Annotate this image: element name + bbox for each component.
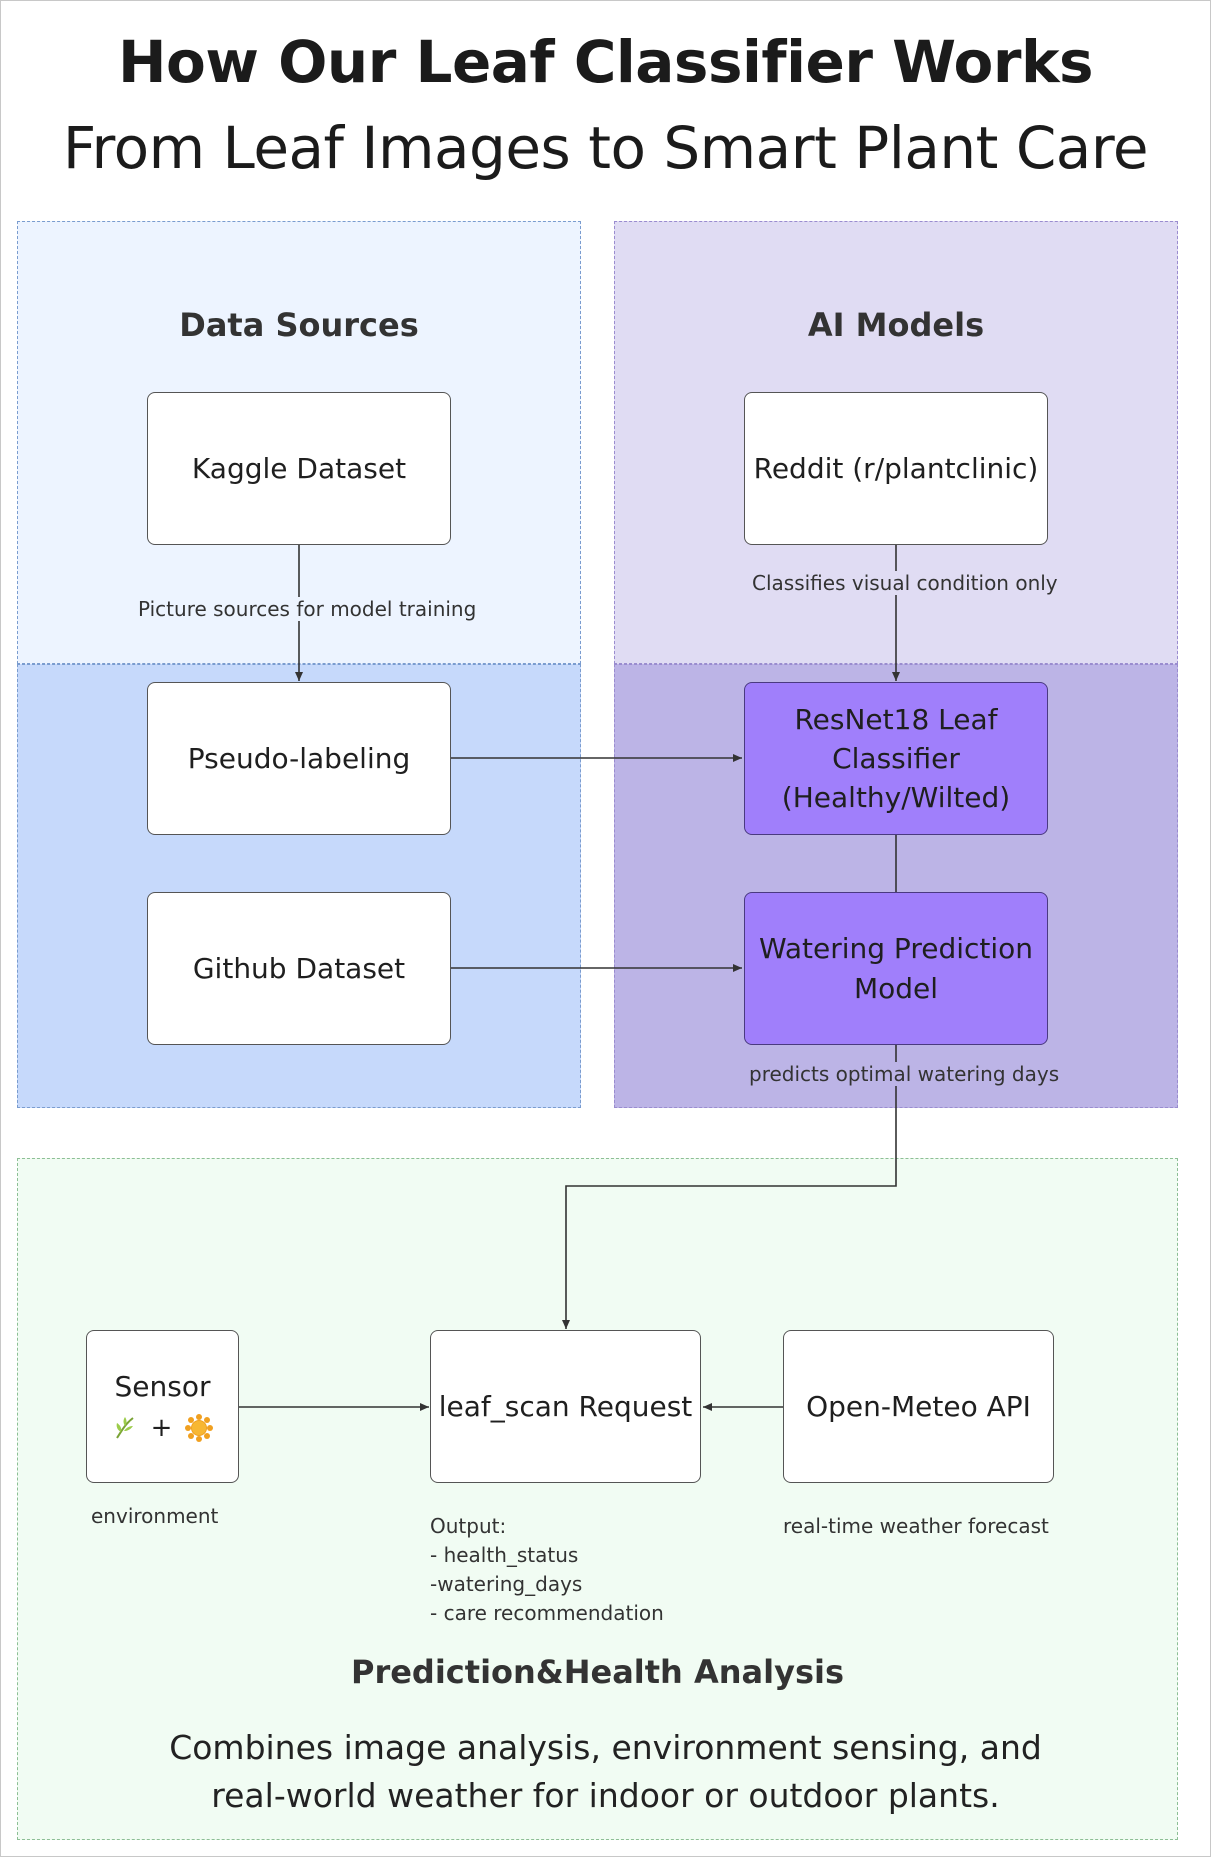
description-line: Combines image analysis, environment sen… — [169, 1728, 1042, 1767]
analysis-zone: Prediction&Health Analysis — [17, 1158, 1178, 1840]
watering-model-label: Watering Prediction Model — [758, 932, 1034, 1005]
description-line: real-world weather for indoor or outdoor… — [211, 1775, 1000, 1815]
leaf-icon — [115, 1417, 134, 1439]
edge-label-watering-days: predicts optimal watering days — [747, 1062, 1062, 1086]
node-reddit: Reddit (r/plantclinic) — [744, 392, 1048, 545]
output-note-line: - care recommendation — [430, 1601, 664, 1625]
pseudo-labeling-label: Pseudo-labeling — [187, 741, 411, 775]
output-note-line: -watering_days — [430, 1572, 583, 1596]
node-sensor: Sensor + — [86, 1330, 239, 1483]
node-leaf-scan-request: leaf_scan Request — [430, 1330, 701, 1483]
output-note: Output: - health_status -watering_days -… — [430, 1512, 664, 1628]
data-sources-label: Data Sources — [179, 306, 419, 344]
sensor-note: environment — [91, 1504, 219, 1528]
analysis-label: Prediction&Health Analysis — [350, 1653, 844, 1691]
leaf-scan-label: leaf_scan Request — [438, 1389, 693, 1423]
ai-models-label: AI Models — [807, 306, 985, 344]
kaggle-dataset-label: Kaggle Dataset — [191, 451, 407, 485]
node-github-dataset: Github Dataset — [147, 892, 451, 1045]
sensor-plus: + — [150, 1412, 173, 1443]
node-watering-model: Watering Prediction Model — [744, 892, 1048, 1045]
resnet-classifier-label: ResNet18 Leaf Classifier (Healthy/Wilted… — [781, 702, 1011, 815]
open-meteo-label: Open-Meteo API — [806, 1389, 1031, 1423]
edge-label-training-sources: Picture sources for model training — [136, 597, 479, 621]
edge-label-visual-condition: Classifies visual condition only — [750, 571, 1060, 595]
output-note-line: - health_status — [430, 1543, 579, 1567]
github-dataset-label: Github Dataset — [192, 951, 406, 985]
sun-icon — [185, 1414, 214, 1443]
description: Combines image analysis, environment sen… — [0, 1724, 1211, 1820]
sensor-label: Sensor — [114, 1369, 211, 1403]
output-note-line: Output: — [430, 1514, 507, 1538]
reddit-label: Reddit (r/plantclinic) — [753, 451, 1039, 485]
node-resnet-classifier: ResNet18 Leaf Classifier (Healthy/Wilted… — [744, 682, 1048, 835]
diagram-subtitle: From Leaf Images to Smart Plant Care — [62, 114, 1149, 182]
node-pseudo-labeling: Pseudo-labeling — [147, 682, 451, 835]
node-kaggle-dataset: Kaggle Dataset — [147, 392, 451, 545]
diagram-title: How Our Leaf Classifier Works — [117, 28, 1094, 96]
meteo-note: real-time weather forecast — [783, 1514, 1049, 1538]
node-open-meteo: Open-Meteo API — [783, 1330, 1054, 1483]
edge-watering-to-leafscan — [562, 1045, 897, 1329]
